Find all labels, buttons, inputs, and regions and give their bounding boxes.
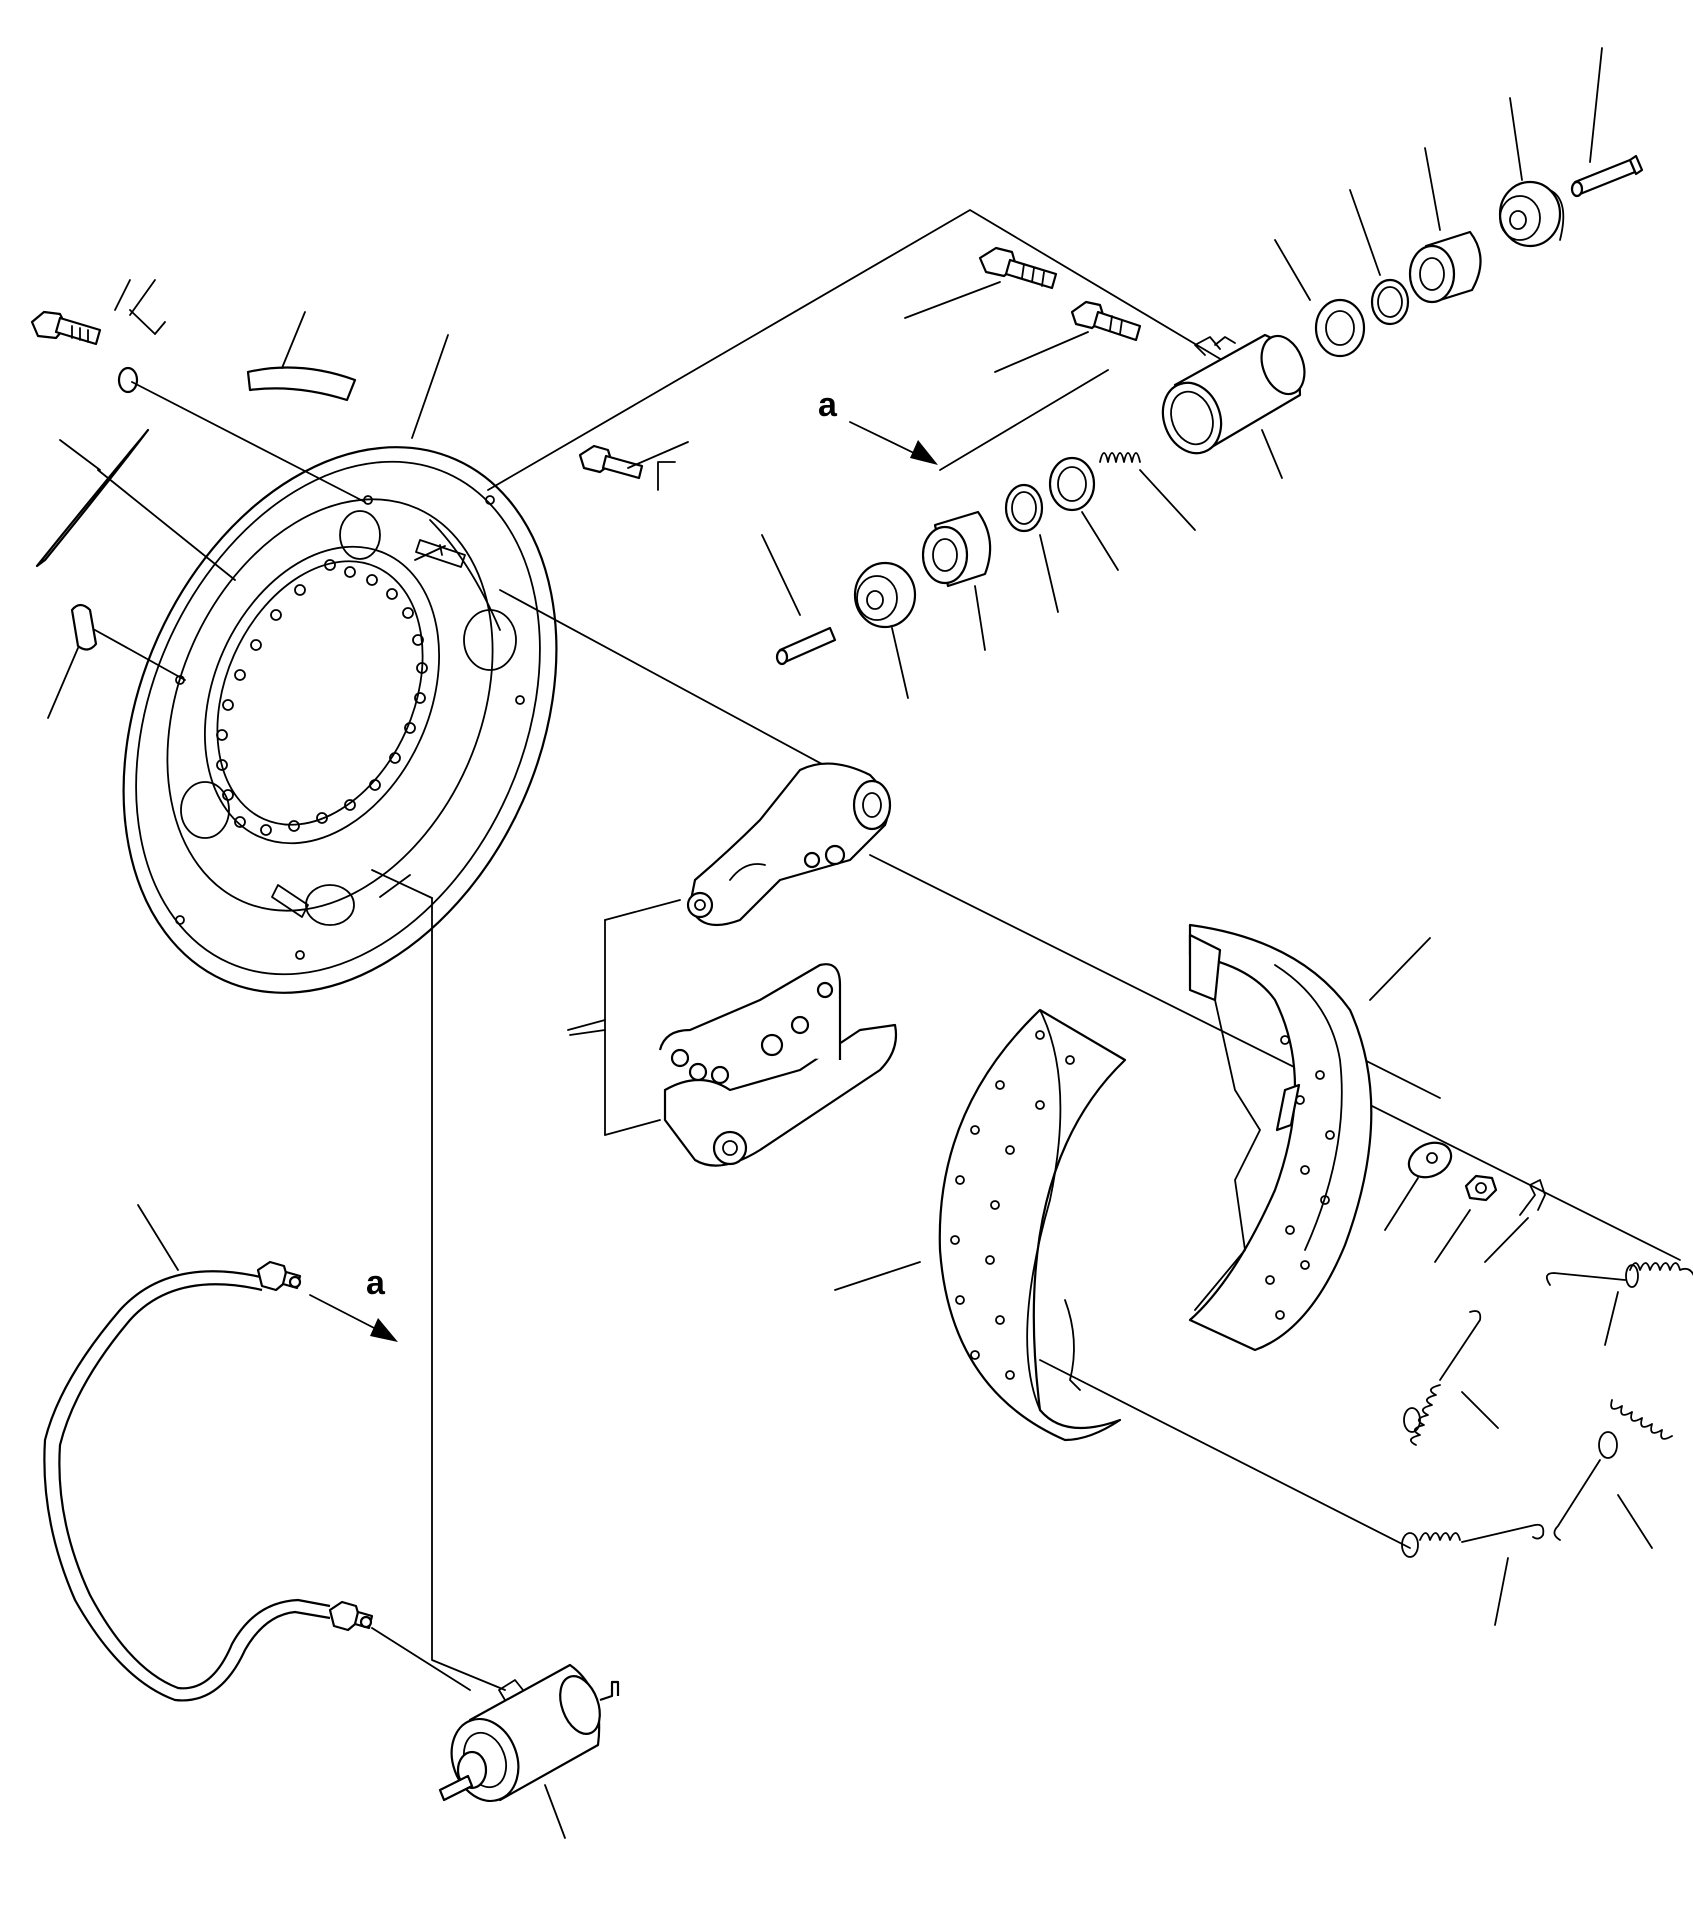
callout-a-upper: a — [818, 386, 938, 465]
plug-grommet — [72, 605, 96, 650]
boot-left — [855, 563, 915, 627]
shoe-rivets-left — [951, 1031, 1074, 1379]
return-spring-upper — [1547, 1263, 1693, 1287]
brake-line-fitting-upper — [258, 1262, 300, 1290]
push-rod-right — [1572, 156, 1642, 196]
brake-shoe-right — [1190, 925, 1371, 1350]
shoe-rivets-right — [1266, 1036, 1334, 1319]
anchor-bracket-upper — [688, 764, 890, 925]
shoe-clip — [1520, 1180, 1545, 1215]
piston-right — [1410, 232, 1481, 302]
callout-a-lower: a — [310, 1264, 398, 1342]
push-rod-left — [777, 628, 835, 664]
piston-left — [923, 512, 990, 586]
adjusting-hole-cover — [248, 368, 355, 401]
brake-line-fitting-lower — [330, 1602, 372, 1630]
piston-cup-right — [1316, 300, 1364, 356]
boot-right — [1500, 182, 1563, 246]
small-bolt — [580, 446, 642, 478]
upper-bolt — [980, 248, 1056, 288]
shoe-nut — [1466, 1176, 1496, 1200]
bleeder-bolt — [1072, 302, 1140, 340]
brake-shoe-left — [940, 1010, 1125, 1440]
lower-wheel-cylinder — [440, 1665, 618, 1810]
callout-letter-a-upper: a — [818, 386, 838, 424]
anchor-bracket-lower — [660, 964, 896, 1165]
dust-shield-strip — [37, 430, 148, 566]
return-spring-lower-right — [1554, 1400, 1672, 1540]
leader-lines — [48, 48, 1652, 1838]
bolt-holes — [176, 496, 524, 959]
backing-plate — [41, 378, 638, 1061]
shoe-washer — [1403, 1136, 1456, 1184]
return-spring-lower — [1402, 1525, 1543, 1557]
wheel-cylinder-body — [1153, 330, 1312, 461]
callout-letter-a-lower: a — [366, 1264, 386, 1302]
spring-small — [1100, 453, 1140, 462]
return-spring-middle — [1404, 1311, 1480, 1445]
lock-washer — [119, 368, 137, 392]
piston-cup-left — [1050, 458, 1094, 510]
mounting-bolt — [32, 312, 100, 344]
